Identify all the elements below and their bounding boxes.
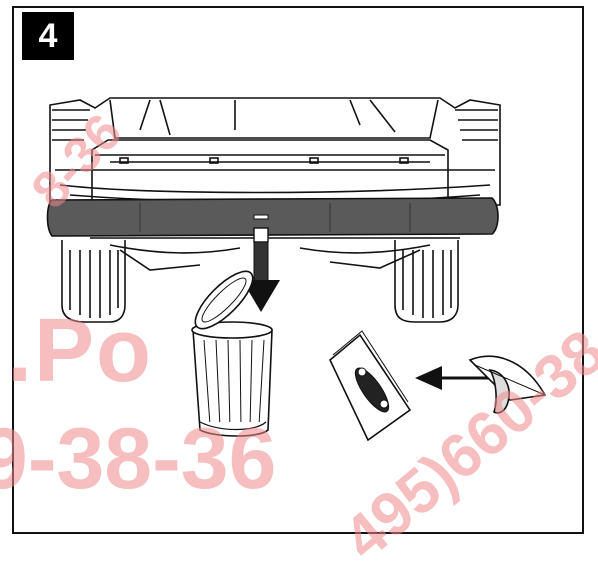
installation-step-illustration — [46, 97, 547, 442]
rear-bumper — [46, 197, 499, 237]
instruction-booklet-icon — [329, 330, 412, 442]
sticker-peel-icon — [468, 355, 547, 414]
illustration-frame — [12, 6, 584, 534]
tow-bar-removed — [253, 214, 269, 243]
car-rear-illustration — [49, 97, 501, 323]
trash-bin-icon — [191, 270, 273, 437]
down-arrow-icon — [242, 241, 280, 312]
left-arrow-icon — [415, 366, 495, 390]
step-number-badge: 4 — [22, 12, 74, 60]
